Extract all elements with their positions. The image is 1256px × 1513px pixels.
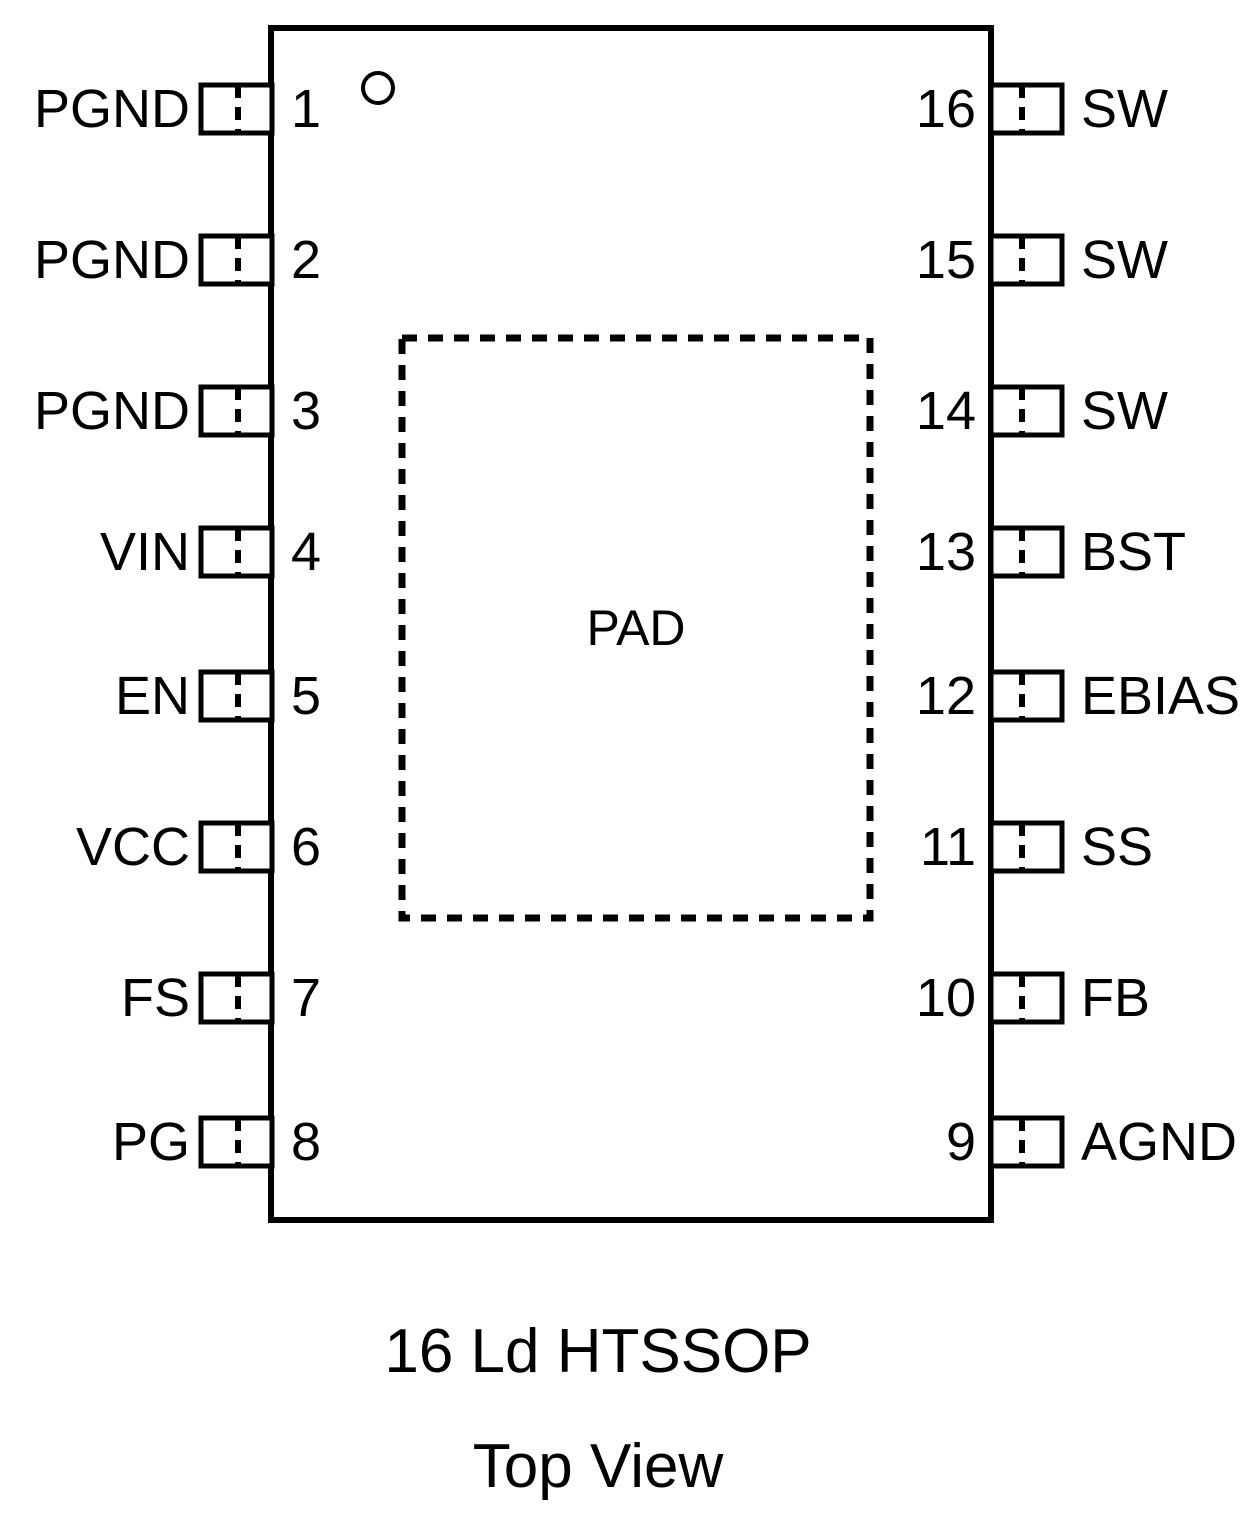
pin-number-1: 1 <box>291 79 321 139</box>
pin-number-12: 12 <box>916 666 976 726</box>
pin-number-10: 10 <box>916 968 976 1028</box>
pin-body-11[interactable] <box>988 820 1065 874</box>
pin-row-right[interactable]: 11 SS <box>920 817 1153 877</box>
pin-row-right[interactable]: 13 BST <box>916 522 1186 582</box>
right-pin-group: 16 SW 15 SW 14 SW 13 BST <box>916 79 1240 1172</box>
pin-number-4: 4 <box>291 522 321 582</box>
pin-label-16: SW <box>1081 79 1168 139</box>
pin-body-15[interactable] <box>988 233 1065 287</box>
pin-number-2: 2 <box>291 230 321 290</box>
pin-body-14[interactable] <box>988 384 1065 438</box>
pin-body-12[interactable] <box>988 669 1065 723</box>
pin-row-left[interactable]: VIN 4 <box>100 522 321 582</box>
package-caption-line2: Top View <box>473 1432 724 1501</box>
thermal-pad-label: PAD <box>586 600 685 656</box>
pin-number-13: 13 <box>916 522 976 582</box>
pin-row-left[interactable]: VCC 6 <box>76 817 321 877</box>
pin-row-right[interactable]: 12 EBIAS <box>916 666 1240 726</box>
package-caption-line1: 16 Ld HTSSOP <box>384 1317 811 1386</box>
pin-row-left[interactable]: EN 5 <box>115 666 321 726</box>
pin-row-left[interactable]: PGND 2 <box>34 230 321 290</box>
pin-label-12: EBIAS <box>1081 666 1240 726</box>
pin-number-9: 9 <box>946 1112 976 1172</box>
thermal-pad-outline <box>398 334 874 922</box>
pin-row-right[interactable]: 15 SW <box>916 230 1168 290</box>
pin-label-8: PG <box>112 1112 190 1172</box>
left-pin-group: PGND 1 PGND 2 PGND 3 VIN 4 <box>34 79 321 1172</box>
pin-label-3: PGND <box>34 381 190 441</box>
pin-number-14: 14 <box>916 381 976 441</box>
pin-number-5: 5 <box>291 666 321 726</box>
pin-number-16: 16 <box>916 79 976 139</box>
pin-label-4: VIN <box>100 522 190 582</box>
pin-label-5: EN <box>115 666 190 726</box>
pin-label-9: AGND <box>1081 1112 1237 1172</box>
pin-label-7: FS <box>121 968 190 1028</box>
pin-number-7: 7 <box>291 968 321 1028</box>
pin-row-left[interactable]: FS 7 <box>121 968 321 1028</box>
pin-body-13[interactable] <box>988 525 1065 579</box>
pin-number-6: 6 <box>291 817 321 877</box>
pin-row-right[interactable]: 9 AGND <box>946 1112 1237 1172</box>
pin-number-15: 15 <box>916 230 976 290</box>
pin-row-left[interactable]: PGND 3 <box>34 381 321 441</box>
pin1-dot-marker <box>361 71 395 105</box>
pin-row-right[interactable]: 10 FB <box>916 968 1150 1028</box>
pin-label-15: SW <box>1081 230 1168 290</box>
pin-label-6: VCC <box>76 817 190 877</box>
pin-label-10: FB <box>1081 968 1150 1028</box>
pin-body-10[interactable] <box>988 971 1065 1025</box>
pin-body-16[interactable] <box>988 82 1065 136</box>
pin-label-11: SS <box>1081 817 1153 877</box>
pin-row-right[interactable]: 14 SW <box>916 381 1168 441</box>
pin-body-9[interactable] <box>988 1115 1065 1169</box>
pin-label-14: SW <box>1081 381 1168 441</box>
pin-row-right[interactable]: 16 SW <box>916 79 1168 139</box>
pin-label-13: BST <box>1081 522 1186 582</box>
pin-label-2: PGND <box>34 230 190 290</box>
pin-number-11: 11 <box>920 817 976 877</box>
pin-number-8: 8 <box>291 1112 321 1172</box>
pin-row-left[interactable]: PG 8 <box>112 1112 321 1172</box>
pin-number-3: 3 <box>291 381 321 441</box>
pin-row-left[interactable]: PGND 1 <box>34 79 321 139</box>
pin-label-1: PGND <box>34 79 190 139</box>
